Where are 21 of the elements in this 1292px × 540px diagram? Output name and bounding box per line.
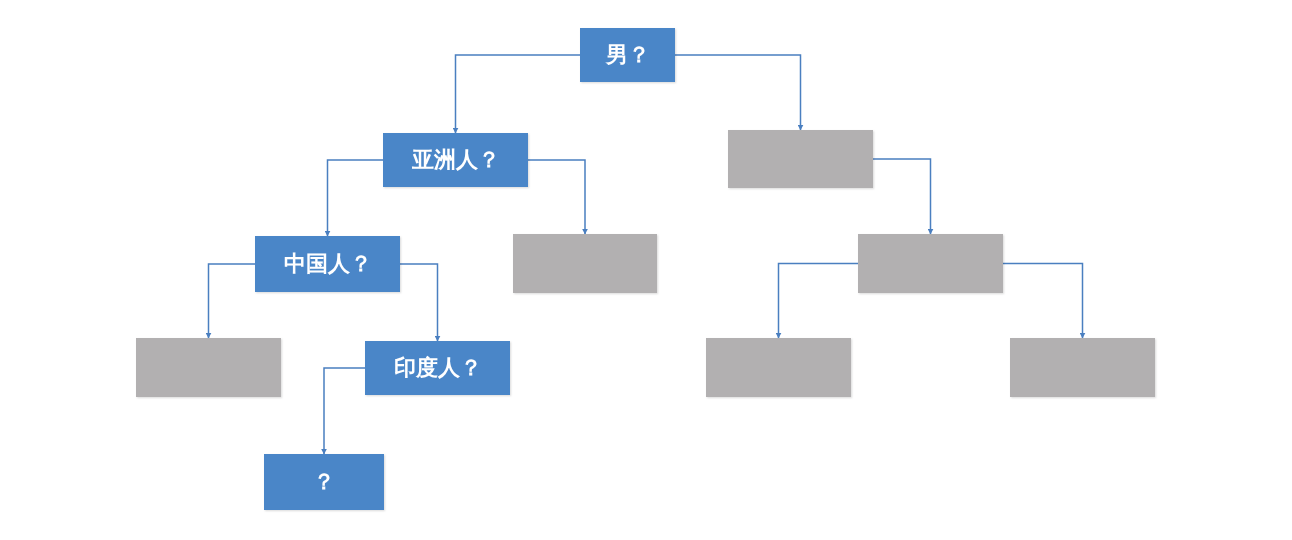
decision-box: 男？ [580,28,675,82]
arrow [674,54,804,131]
empty-box [728,130,873,188]
decision-box: 亚洲人？ [383,133,528,187]
arrow [205,263,256,339]
arrow [399,263,441,342]
arrow [324,159,384,237]
empty-box [706,338,851,397]
arrow [452,54,581,134]
empty-box [1010,338,1155,397]
decision-box: ？ [264,454,384,510]
arrow [872,158,934,235]
arrow [527,159,588,235]
arrow [1002,262,1086,339]
empty-box [136,338,281,397]
arrow [321,367,366,455]
decision-box: 中国人？ [255,236,400,292]
empty-box [513,234,657,293]
arrow [775,262,859,339]
empty-box [858,234,1003,293]
decision-box: 印度人？ [365,341,510,395]
